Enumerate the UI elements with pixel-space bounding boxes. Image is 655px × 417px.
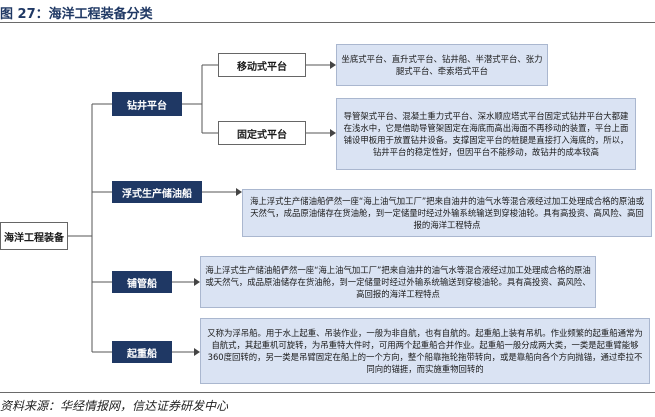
source-note: 资料来源：华经情报网，信达证券研发中心	[0, 399, 229, 413]
root-node: 海洋工程装备	[0, 222, 68, 250]
description-crane-vessel: 又称为浮吊船。用于水上起重、吊装作业，一般为非自航，也有自航的。起重船上装有吊机…	[200, 318, 650, 384]
category-label: 铺管船	[127, 278, 157, 290]
category-label: 浮式生产储油船	[122, 188, 192, 200]
subcategory-label: 固定式平台	[237, 129, 287, 141]
subcategory-mobile-platform: 移动式平台	[218, 53, 306, 77]
description-fpso: 海上浮式生产储油船俨然一座“海上油气加工厂”把来自油井的油气水等混合液经过加工处…	[242, 189, 652, 237]
figure-title: 图 27：海洋工程装备分类	[0, 7, 153, 22]
category-pipelay-vessel: 铺管船	[112, 271, 172, 293]
description-pipelay-vessel: 海上浮式生产储油船俨然一座“海上油气加工厂”把来自油井的油气水等混合液经过加工处…	[200, 256, 596, 308]
top-rule	[0, 22, 655, 23]
bottom-rule	[0, 392, 655, 393]
description-text: 导管架式平台、混凝土重力式平台、深水顺应塔式平台固定式钻井平台大都建在浅水中，它…	[343, 111, 629, 157]
description-text: 海上浮式生产储油船俨然一座“海上油气加工厂”把来自油井的油气水等混合液经过加工处…	[205, 265, 591, 299]
description-text: 坐底式平台、直升式平台、钻井船、半潜式平台、张力腿式平台、牵索塔式平台	[341, 54, 543, 76]
subcategory-label: 移动式平台	[237, 61, 287, 73]
category-fpso: 浮式生产储油船	[112, 181, 202, 203]
subcategory-fixed-platform: 固定式平台	[218, 121, 306, 145]
category-label: 钻井平台	[127, 100, 167, 112]
description-text: 海上浮式生产储油船俨然一座“海上油气加工厂”把来自油井的油气水等混合液经过加工处…	[250, 196, 644, 230]
description-mobile-platform: 坐底式平台、直升式平台、钻井船、半潜式平台、张力腿式平台、牵索塔式平台	[336, 44, 548, 86]
description-text: 又称为浮吊船。用于水上起重、吊装作业，一般为非自航，也有自航的。起重船上装有吊机…	[207, 328, 643, 374]
description-fixed-platform: 导管架式平台、混凝土重力式平台、深水顺应塔式平台固定式钻井平台大都建在浅水中，它…	[336, 98, 636, 170]
category-crane-vessel: 起重船	[112, 341, 172, 363]
category-label: 起重船	[127, 348, 157, 360]
category-drilling-platform: 钻井平台	[112, 92, 182, 116]
root-label: 海洋工程装备	[4, 232, 64, 244]
